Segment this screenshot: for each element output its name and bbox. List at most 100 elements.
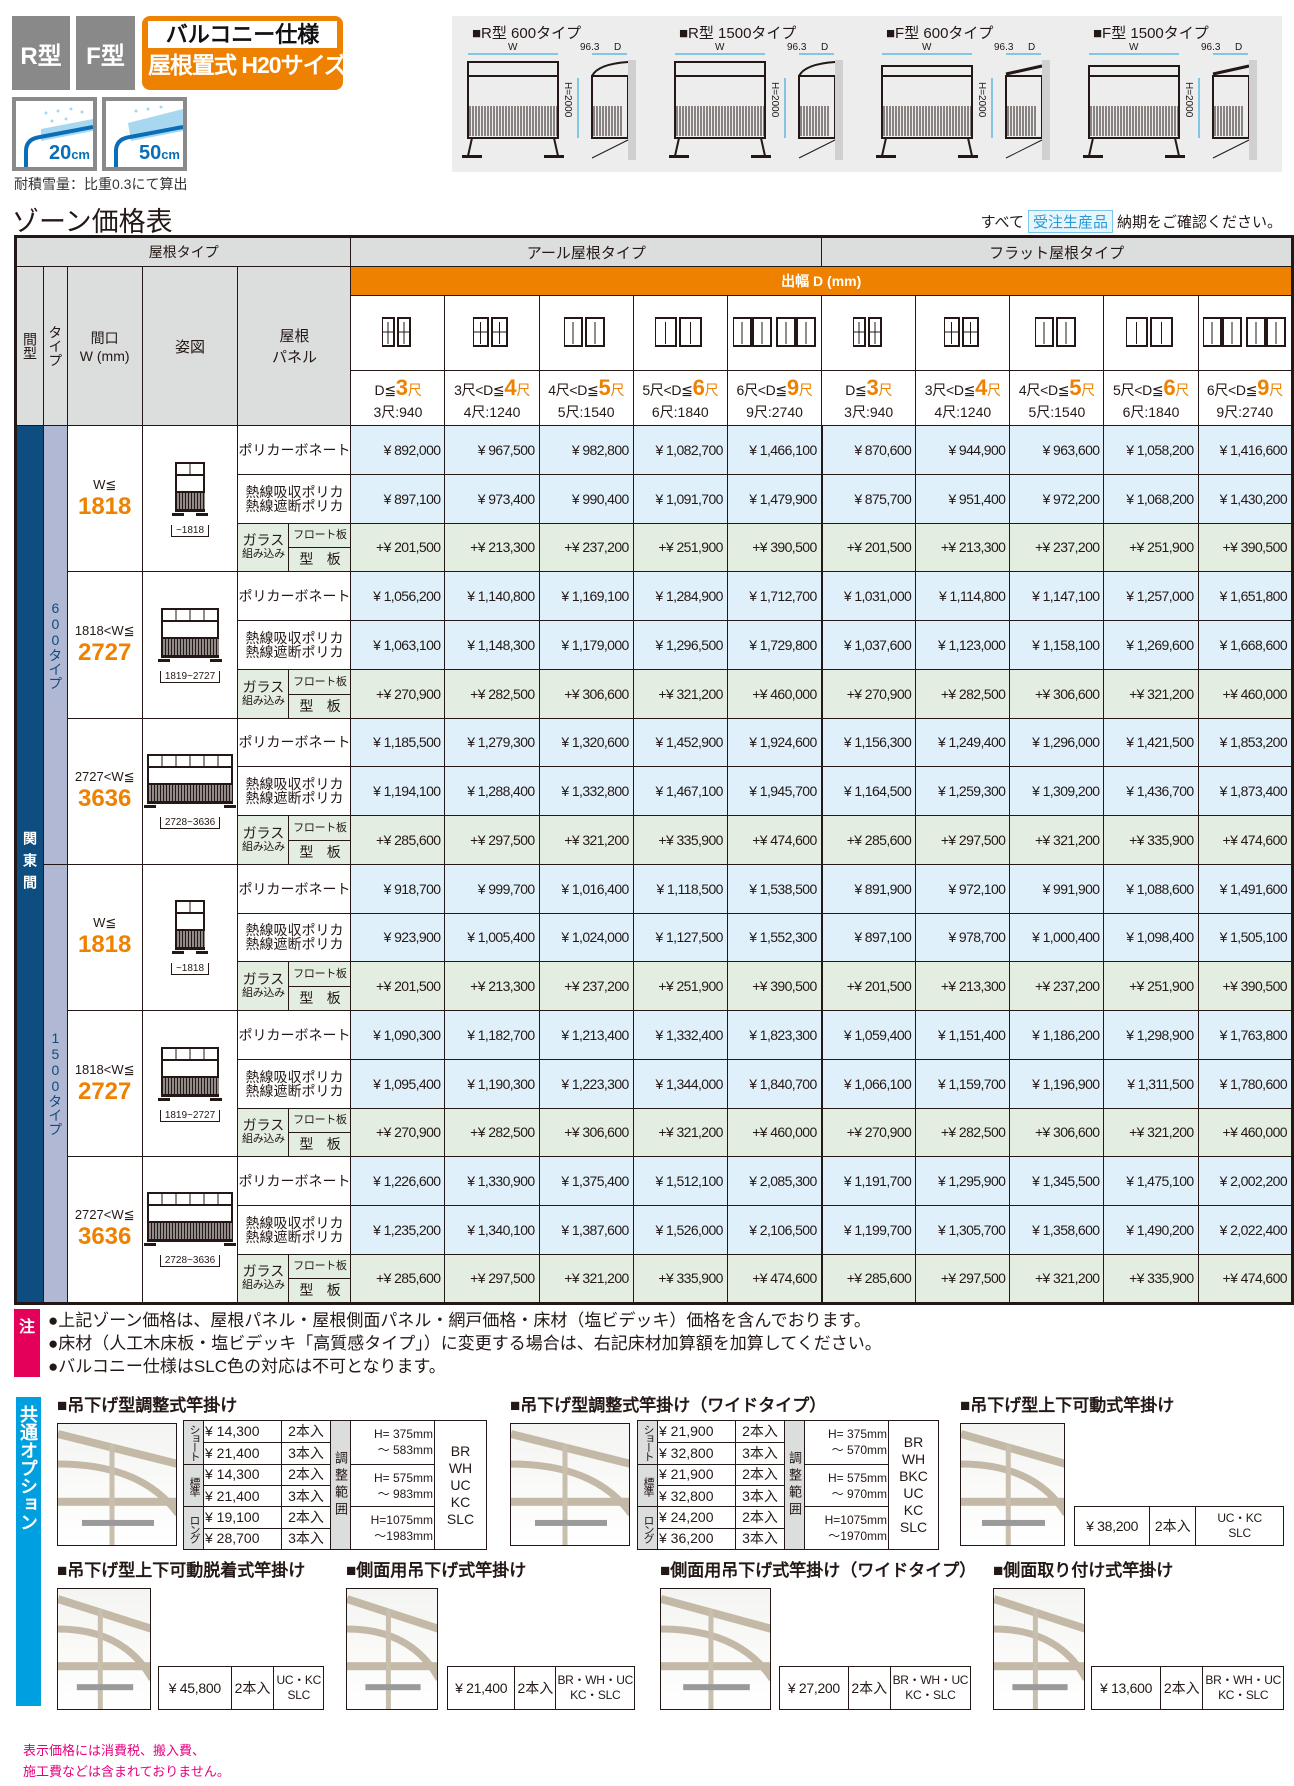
note-line: ●バルコニー仕様はSLC色の対応は不可となります。 bbox=[48, 1357, 446, 1376]
price-cell: +¥ 282,500 bbox=[915, 668, 1011, 719]
glass-label: ガラス bbox=[242, 824, 285, 841]
depth-size: 5尺:1540 bbox=[1028, 404, 1086, 420]
option-price: ¥ 32,800 bbox=[657, 1485, 736, 1508]
color-code: KC bbox=[450, 1493, 471, 1510]
option-price: ¥ 13,600 bbox=[1090, 1666, 1162, 1710]
price-cell: ¥ 1,095,400 bbox=[350, 1058, 446, 1109]
order-notice: すべて 受注生産品 納期をご確認ください。 bbox=[981, 210, 1282, 233]
product-photo bbox=[960, 1423, 1065, 1546]
price-cell: ¥ 973,400 bbox=[444, 473, 540, 524]
price-cell: ¥ 1,538,500 bbox=[726, 863, 823, 914]
price-cell: ¥ 1,651,800 bbox=[1197, 571, 1294, 621]
depth-range: 4尺<D≦5尺 bbox=[540, 375, 632, 403]
price-cell: ¥ 897,100 bbox=[820, 912, 917, 963]
elevation-figure-icon bbox=[143, 1046, 237, 1105]
price-cell: ¥ 1,945,700 bbox=[726, 766, 823, 816]
price-cell: +¥ 201,500 bbox=[820, 522, 917, 573]
price-cell: +¥ 282,500 bbox=[444, 668, 540, 719]
glass-label-2: 組み込み bbox=[242, 840, 285, 853]
option-title: ■側面用吊下げ式竿掛け（ワイドタイプ） bbox=[660, 1561, 977, 1580]
price-cell: +¥ 237,200 bbox=[538, 961, 634, 1011]
price-cell: ¥ 1,780,600 bbox=[1197, 1058, 1294, 1109]
table-row: 熱線吸収ポリカ熱線遮断ポリカ¥ 1,235,200¥ 1,340,100¥ 1,… bbox=[16, 1205, 1294, 1255]
price-cell: ¥ 1,164,500 bbox=[820, 766, 917, 816]
price-cell: +¥ 335,900 bbox=[632, 815, 728, 865]
price-cell: ¥ 2,106,500 bbox=[726, 1205, 823, 1255]
panel-heat-absorbing-label: 熱線吸収ポリカ bbox=[245, 1214, 344, 1231]
table-row: ガラス組み込みフロート板型 板+¥ 270,900+¥ 282,500+¥ 30… bbox=[16, 668, 1294, 719]
price-cell: +¥ 270,900 bbox=[350, 668, 446, 719]
depth-icon-cell bbox=[1197, 295, 1294, 371]
option-qty: 2本入 bbox=[735, 1420, 785, 1443]
panel-polycarbonate: ポリカーボネート bbox=[237, 1156, 352, 1206]
price-cell: ¥ 1,853,200 bbox=[1197, 717, 1294, 768]
range-min: H= 375mm bbox=[373, 1427, 433, 1442]
header-width-unit: W (mm) bbox=[79, 348, 130, 364]
option-length-label: 標準 bbox=[637, 1463, 658, 1508]
price-cell: +¥ 306,600 bbox=[1009, 1107, 1105, 1158]
height-dimension: H=2000 bbox=[1183, 82, 1194, 118]
panel-heat-absorbing: 熱線吸収ポリカ熱線遮断ポリカ bbox=[237, 620, 352, 670]
price-cell: ¥ 1,823,300 bbox=[726, 1010, 823, 1060]
price-cell: +¥ 460,000 bbox=[1197, 668, 1294, 719]
diagram-label: ■R型 1500タイプ bbox=[679, 25, 797, 42]
depth-size: 5尺:1540 bbox=[557, 404, 615, 420]
width-cell: 1818<W≦2727 bbox=[66, 1009, 143, 1158]
depth-range-number: 3 bbox=[395, 375, 408, 400]
price-cell: ¥ 982,800 bbox=[538, 425, 634, 475]
color-code: UC bbox=[450, 1476, 471, 1493]
price-cell: ¥ 875,700 bbox=[820, 473, 917, 524]
width-range-dimension: ~1818 bbox=[170, 963, 210, 976]
option-title: ■吊下げ型調整式竿掛け（ワイドタイプ） bbox=[510, 1396, 827, 1415]
panel-glass: ガラス組み込み bbox=[237, 815, 290, 865]
table-row: ガラス組み込みフロート板型 板+¥ 270,900+¥ 282,500+¥ 30… bbox=[16, 1107, 1294, 1158]
price-cell: ¥ 1,421,500 bbox=[1103, 717, 1199, 768]
price-cell: +¥ 390,500 bbox=[1197, 522, 1294, 573]
price-cell: +¥ 297,500 bbox=[444, 815, 540, 865]
price-cell: ¥ 2,002,200 bbox=[1197, 1156, 1294, 1206]
depth-range-number: 9 bbox=[786, 375, 799, 400]
zone-cell: 関東間 bbox=[15, 425, 44, 1304]
price-cell: ¥ 1,156,300 bbox=[820, 717, 917, 768]
header-r-roof: アール屋根タイプ bbox=[350, 236, 823, 267]
adjust-range: H=1075mm～1970mm bbox=[804, 1506, 889, 1550]
panel-heat-absorbing: 熱線吸収ポリカ熱線遮断ポリカ bbox=[237, 473, 352, 524]
depth-size: 6尺:1840 bbox=[1122, 404, 1180, 420]
panel-heat-blocking-label: 熱線遮断ポリカ bbox=[245, 790, 344, 807]
table-row: ガラス組み込みフロート板型 板+¥ 201,500+¥ 213,300+¥ 23… bbox=[16, 522, 1294, 573]
range-max: ～ 583mm bbox=[377, 1443, 433, 1458]
figure-cell: ~1818 bbox=[141, 863, 239, 1012]
depth-range: 6尺<D≦9尺 bbox=[728, 375, 820, 403]
color-codes: UC・KC bbox=[1217, 1511, 1262, 1525]
table-row: 熱線吸収ポリカ熱線遮断ポリカ¥ 1,063,100¥ 1,148,300¥ 1,… bbox=[16, 620, 1294, 670]
price-cell: ¥ 1,298,900 bbox=[1103, 1010, 1199, 1060]
price-cell: ¥ 1,000,400 bbox=[1009, 912, 1105, 963]
price-cell: +¥ 474,600 bbox=[726, 1253, 823, 1304]
header-ma: 間型 bbox=[15, 266, 44, 426]
panel-heat-absorbing: 熱線吸収ポリカ熱線遮断ポリカ bbox=[237, 912, 352, 963]
price-cell: ¥ 1,330,900 bbox=[444, 1156, 540, 1206]
glass-kind: フロート板型 板 bbox=[288, 668, 352, 719]
option-qty: 2本入 bbox=[847, 1666, 891, 1710]
price-cell: ¥ 1,249,400 bbox=[915, 717, 1011, 768]
price-cell: ¥ 1,358,600 bbox=[1009, 1205, 1105, 1255]
price-cell: +¥ 321,200 bbox=[1009, 1253, 1105, 1304]
price-cell: +¥ 201,500 bbox=[350, 522, 446, 573]
price-cell: +¥ 474,600 bbox=[1197, 1253, 1294, 1304]
width-dimension: W bbox=[922, 42, 932, 53]
window-icon bbox=[731, 316, 817, 351]
price-cell: +¥ 270,900 bbox=[820, 1107, 917, 1158]
option-qty: 3本入 bbox=[735, 1441, 785, 1465]
option-price: ¥ 21,400 bbox=[446, 1666, 516, 1710]
price-cell: ¥ 892,000 bbox=[350, 425, 446, 475]
